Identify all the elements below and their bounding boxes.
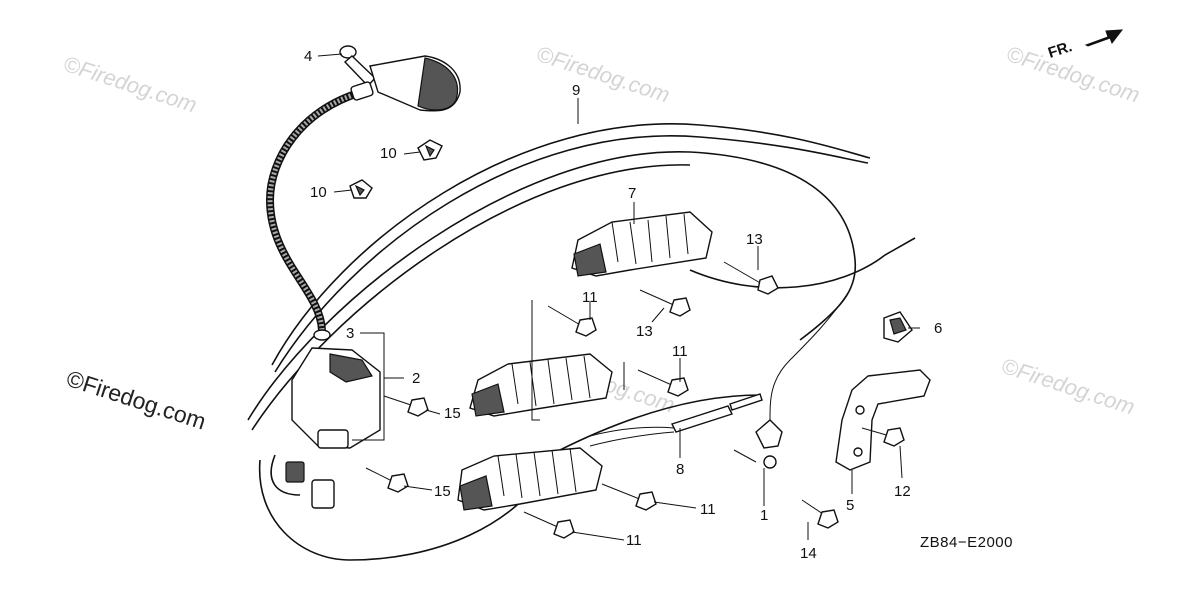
wire-clip-10b [349, 179, 373, 199]
connector-terminal [285, 461, 335, 509]
callout-2: 2 [412, 370, 420, 387]
bolt-12 [861, 427, 905, 447]
watermark: ©Firedog.com [1003, 41, 1142, 108]
bolt-11b [637, 369, 689, 397]
bolt-13a [723, 261, 779, 295]
leader-lines [317, 53, 920, 541]
bolts [365, 261, 905, 539]
exciter-coil-7 [571, 211, 713, 277]
watermark: ©Firedog.com [60, 51, 199, 118]
wire-clip-10a [417, 139, 443, 161]
bolt-15a [383, 395, 429, 417]
callout-8: 8 [676, 461, 684, 478]
bolt-13b [639, 289, 691, 317]
charge-coil-lower [457, 447, 603, 511]
watermark-main: ©Firedog.com [63, 365, 209, 434]
bolt-14 [801, 499, 839, 529]
callout-7: 7 [628, 185, 636, 202]
ground-terminal-1 [755, 289, 851, 469]
ignition-coil-2 [291, 329, 381, 449]
callout-14: 14 [800, 545, 817, 562]
bolt-11c [601, 483, 657, 511]
wire-harness-9 [247, 123, 916, 561]
callout-6: 6 [934, 320, 942, 337]
bolt-11a [547, 305, 597, 337]
callout-10: 10 [310, 184, 327, 201]
callout-5: 5 [846, 497, 854, 514]
high-tension-cord [265, 88, 364, 331]
direction-label: FR. [1046, 38, 1074, 62]
charge-coil-middle [469, 353, 613, 417]
bracket-5 [835, 369, 931, 471]
callout-10: 10 [380, 145, 397, 162]
callout-labels: 4 9 10 10 7 13 11 13 6 3 2 11 15 8 15 11… [304, 48, 942, 562]
callout-11: 11 [700, 501, 716, 518]
callout-13: 13 [636, 323, 653, 340]
callout-4: 4 [304, 48, 312, 65]
callout-13: 13 [746, 231, 763, 248]
spark-plug-cap-4 [339, 45, 461, 112]
callout-11: 11 [672, 343, 688, 360]
bolt-11d [523, 511, 575, 539]
watermark: ©Firedog.com [998, 353, 1137, 420]
front-direction-indicator: FR. [1046, 29, 1124, 62]
diagram-code: ZB84−E2000 [920, 534, 1013, 551]
callout-1: 1 [760, 507, 768, 524]
bolt-15b [365, 467, 409, 493]
callout-3: 3 [346, 325, 354, 342]
callout-11: 11 [582, 289, 598, 306]
callout-12: 12 [894, 483, 911, 500]
callout-15: 15 [434, 483, 451, 500]
grommet-6 [883, 311, 913, 343]
lead-wire-8 [589, 393, 763, 447]
arrow-right-icon [1084, 29, 1124, 47]
callout-9: 9 [572, 82, 580, 99]
watermark: ©Firedog.com [533, 41, 672, 108]
callout-15: 15 [444, 405, 461, 422]
callout-11: 11 [626, 532, 642, 549]
